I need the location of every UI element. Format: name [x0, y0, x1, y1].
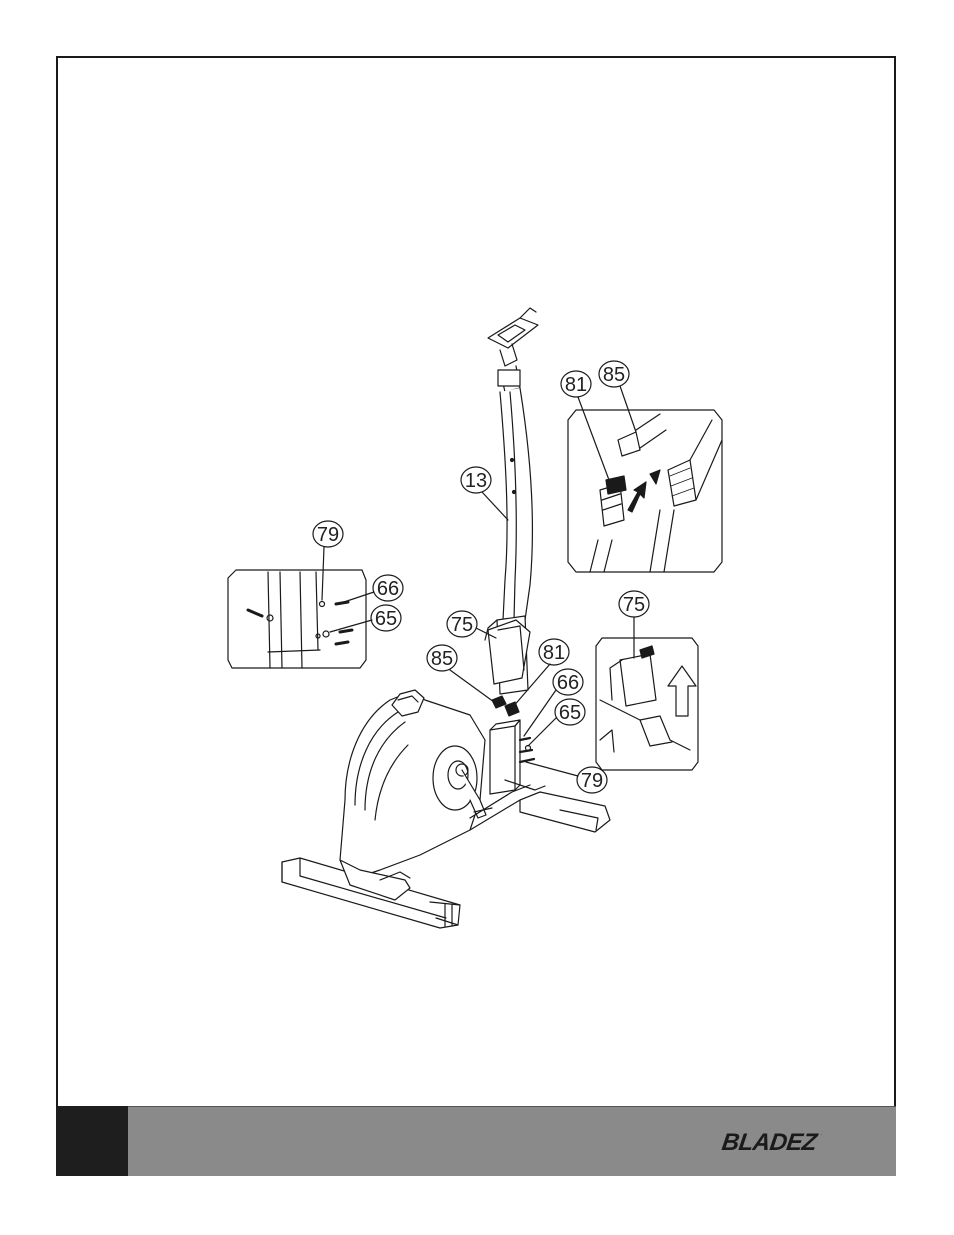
callout-81-main: 81	[543, 642, 565, 664]
page-footer: BLADEZ .	[56, 1106, 896, 1176]
callout-85-main: 85	[431, 648, 453, 670]
callout-13: 13	[465, 470, 487, 492]
callout-85-detail: 85	[603, 364, 625, 386]
bike-frame	[282, 690, 610, 928]
cable-detail-box	[568, 410, 722, 572]
callout-65-left: 65	[375, 608, 397, 630]
callout-66-left: 66	[377, 578, 399, 600]
upright-tube	[485, 308, 538, 762]
bolt-detail-box	[228, 570, 366, 668]
footer-strip: BLADEZ .	[128, 1106, 896, 1176]
callout-79-left: 79	[317, 524, 339, 546]
brand-logo: BLADEZ	[720, 1129, 818, 1157]
callout-81-detail: 81	[565, 374, 587, 396]
callout-75-main: 75	[451, 614, 473, 636]
callout-65-main: 65	[559, 702, 581, 724]
page-number-block	[56, 1106, 128, 1176]
callout-66-main: 66	[557, 672, 579, 694]
callout-75-detail: 75	[623, 594, 645, 616]
cover-detail-box	[596, 638, 698, 770]
callout-79-main: 79	[581, 770, 603, 792]
brand-trademark: .	[821, 1131, 822, 1137]
